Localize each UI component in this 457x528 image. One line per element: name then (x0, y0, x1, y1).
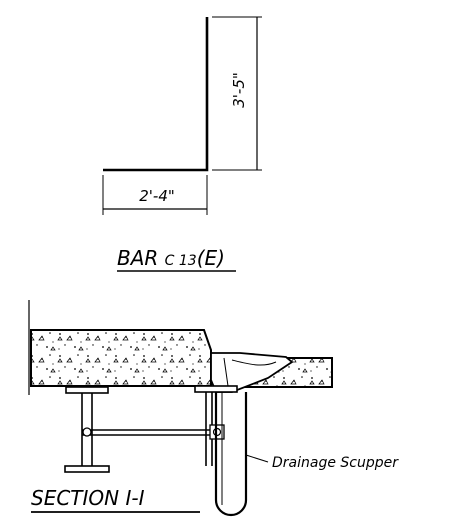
bar-title-main: BAR (117, 246, 165, 270)
scupper-funnel (210, 352, 294, 393)
bar-shape (103, 17, 209, 172)
section-title: SECTION I-I (31, 486, 200, 513)
scupper-downpipe (214, 392, 248, 517)
vertical-dimension-label: 3'-5" (230, 72, 248, 108)
callout-leader (245, 454, 269, 463)
deck-slab-left (30, 329, 212, 387)
bar-title: BAR C 13(E) (117, 246, 236, 272)
horizontal-dimension: 2'-4" (102, 175, 208, 215)
section-title-text: SECTION I-I (31, 486, 145, 510)
section-drawing (28, 300, 333, 517)
scupper-callout: Drainage Scupper (272, 455, 399, 471)
bar-title-sub: C 13 (165, 253, 197, 269)
cross-brace (82, 424, 225, 440)
vertical-dimension: 3'-5" (212, 16, 262, 171)
horizontal-dimension-label: 2'-4" (139, 187, 175, 205)
bar-title-suffix: (E) (197, 246, 225, 270)
svg-text:BAR C 13(E): BAR C 13(E) (117, 246, 225, 270)
